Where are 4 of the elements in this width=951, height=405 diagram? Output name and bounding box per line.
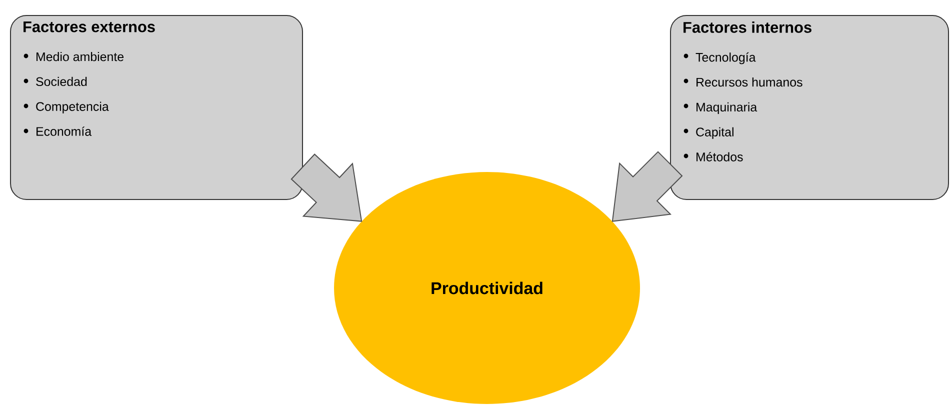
factor-box: Factores internos Tecnología Recursos humanos Maquinaria Capital Métodos (670, 15, 949, 200)
factor-box: Factores externos Medio ambiente Sociedad Competencia Economía (10, 15, 303, 200)
block-arrow (290, 154, 362, 222)
block-arrow (612, 151, 683, 222)
